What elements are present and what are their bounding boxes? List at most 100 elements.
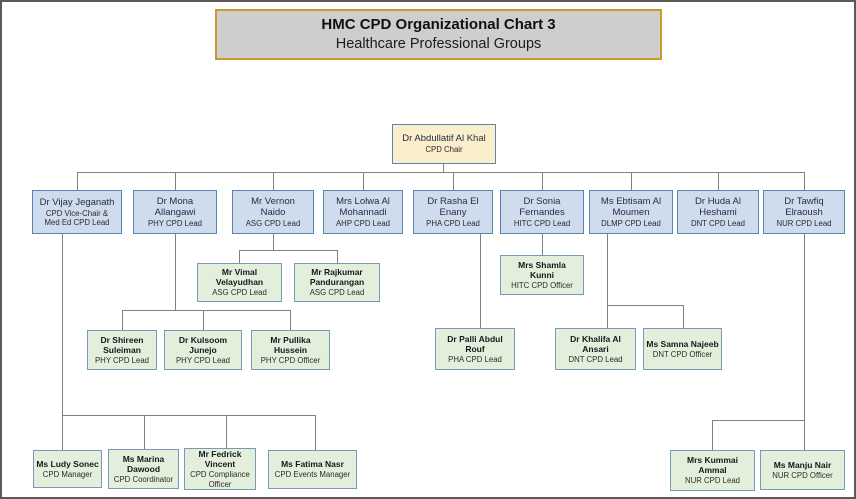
org-node-fedrick-vincent: Mr Fedrick Vincent CPD Compliance Office… (184, 448, 256, 490)
person-role: CPD Events Manager (274, 470, 351, 480)
person-name: Dr Sonia Fernandes (519, 195, 565, 218)
chart-title: HMC CPD Organizational Chart 3 (321, 16, 556, 34)
person-role: CPD Compliance Officer (190, 470, 250, 489)
org-node-pullika-hussein: Mr Pullika Hussein PHY CPD Officer (251, 330, 330, 370)
connector-line (122, 310, 290, 311)
person-name: Mr Vimal Velayudhan (215, 267, 264, 288)
org-node-vijay-jeganath: Dr Vijay Jeganath CPD Vice-Chair & Med E… (32, 190, 122, 234)
person-name: Dr Palli Abdul Rouf (447, 333, 503, 354)
connector-line (804, 172, 805, 190)
org-node-khalifa-al-ansari: Dr Khalifa Al Ansari DNT CPD Lead (555, 328, 636, 370)
person-role: PHY CPD Officer (260, 355, 321, 365)
connector-line (712, 420, 713, 450)
org-node-tawfiq-elraoush: Dr Tawfiq Elraoush NUR CPD Lead (763, 190, 845, 234)
person-name: Ms Ludy Sonec (36, 458, 99, 469)
person-name: Mr Vernon Naido (251, 195, 295, 218)
org-node-palli-abdul-rouf: Dr Palli Abdul Rouf PHA CPD Lead (435, 328, 515, 370)
person-role: NUR CPD Lead (684, 476, 741, 486)
connector-line (290, 310, 291, 330)
connector-line (607, 234, 608, 305)
connector-line (239, 250, 337, 251)
connector-line (631, 172, 632, 190)
connector-line (337, 250, 338, 263)
person-name: Ms Ebtisam Al Moumen (600, 195, 662, 218)
person-name: Mr Pullika Hussein (270, 334, 311, 355)
person-name: Dr Shireen Suleiman (100, 334, 144, 355)
person-name: Mrs Kummai Ammal (686, 455, 738, 476)
person-role: NUR CPD Lead (776, 219, 832, 229)
connector-line (542, 234, 543, 255)
person-role: DNT CPD Lead (690, 219, 746, 229)
connector-line (239, 250, 240, 263)
person-name: Mrs Shamla Kunni (518, 259, 566, 280)
org-node-manju-nair: Ms Manju Nair NUR CPD Officer (760, 450, 845, 490)
chart-title-box: HMC CPD Organizational Chart 3 Healthcar… (215, 9, 662, 60)
connector-line (175, 172, 176, 190)
connector-line (122, 310, 123, 330)
connector-line (480, 234, 481, 328)
org-node-sonia-fernandes: Dr Sonia Fernandes HITC CPD Lead (500, 190, 584, 234)
person-role: PHA CPD Lead (448, 354, 502, 364)
org-node-rajkumar-pandurangan: Mr Rajkumar Pandurangan ASG CPD Lead (294, 263, 380, 302)
connector-line (453, 172, 454, 190)
person-name: Mrs Lolwa Al Mohannadi (336, 195, 390, 218)
connector-line (542, 172, 543, 190)
connector-line (226, 415, 227, 450)
connector-line (443, 164, 444, 172)
connector-line (804, 420, 805, 450)
connector-line (607, 305, 683, 306)
person-name: Dr Khalifa Al Ansari (570, 333, 621, 354)
person-role: PHA CPD Lead (426, 219, 480, 229)
connector-line (315, 415, 316, 450)
connector-line (175, 234, 176, 310)
person-role: DLMP CPD Lead (601, 219, 661, 229)
connector-line (62, 415, 315, 416)
person-role: ASG CPD Lead (309, 288, 365, 298)
connector-line (62, 415, 63, 450)
org-node-vernon-naido: Mr Vernon Naido ASG CPD Lead (232, 190, 314, 234)
org-node-marina-dawood: Ms Marina Dawood CPD Coordinator (108, 449, 179, 489)
person-role: CPD Coordinator (113, 474, 174, 484)
connector-line (77, 172, 78, 190)
org-node-vimal-velayudhan: Mr Vimal Velayudhan ASG CPD Lead (197, 263, 282, 302)
org-node-lolwa-mohannadi: Mrs Lolwa Al Mohannadi AHP CPD Lead (323, 190, 403, 234)
person-name: Dr Tawfiq Elraoush (784, 195, 824, 218)
person-name: Dr Kulsoom Junejo (178, 334, 228, 355)
connector-line (77, 172, 805, 173)
person-name: Dr Vijay Jeganath (39, 196, 115, 208)
chart-subtitle: Healthcare Professional Groups (335, 35, 542, 52)
org-node-fatima-nasr: Ms Fatima Nasr CPD Events Manager (268, 450, 357, 489)
person-role: PHY CPD Lead (94, 355, 150, 365)
connector-line (718, 172, 719, 190)
org-node-mona-allangawi: Dr Mona Allangawi PHY CPD Lead (133, 190, 217, 234)
connector-line (712, 420, 804, 421)
person-role: DNT CPD Officer (652, 349, 713, 359)
person-role: DNT CPD Lead (568, 354, 623, 364)
connector-line (62, 234, 63, 415)
org-node-rasha-el-enany: Dr Rasha El Enany PHA CPD Lead (413, 190, 493, 234)
person-name: Dr Rasha El Enany (427, 195, 479, 218)
person-name: Ms Marina Dawood (122, 453, 165, 474)
connector-line (804, 234, 805, 420)
connector-line (144, 415, 145, 450)
connector-line (683, 305, 684, 328)
person-name: Mr Fedrick Vincent (198, 449, 242, 470)
person-role: CPD Manager (42, 469, 93, 479)
person-name: Ms Samna Najeeb (646, 338, 719, 349)
person-role: CPD Vice-Chair & Med Ed CPD Lead (44, 208, 110, 228)
person-name: Dr Mona Allangawi (154, 195, 196, 218)
org-node-shireen-suleiman: Dr Shireen Suleiman PHY CPD Lead (87, 330, 157, 370)
person-name: Mr Rajkumar Pandurangan (309, 267, 365, 288)
person-name: Ms Fatima Nasr (281, 459, 344, 470)
person-role: CPD Chair (425, 145, 463, 155)
person-role: HITC CPD Officer (511, 280, 573, 290)
person-name: Dr Huda Al Heshami (695, 195, 741, 218)
person-role: NUR CPD Officer (772, 470, 833, 480)
org-node-kummai-ammal: Mrs Kummai Ammal NUR CPD Lead (670, 450, 755, 491)
connector-line (203, 310, 204, 330)
person-role: ASG CPD Lead (212, 288, 267, 298)
org-node-huda-heshami: Dr Huda Al Heshami DNT CPD Lead (677, 190, 759, 234)
connector-line (273, 172, 274, 190)
person-name: Ms Manju Nair (773, 459, 832, 470)
